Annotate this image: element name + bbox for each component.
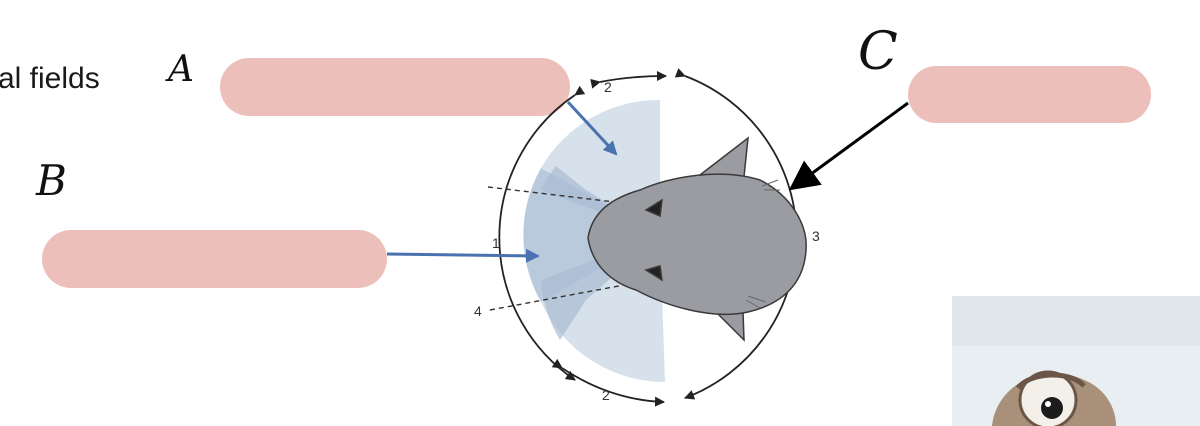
arrow-a <box>566 100 618 156</box>
label-left: 1 <box>492 235 500 251</box>
field-arc-left <box>498 85 586 381</box>
eye-lower <box>644 265 663 282</box>
sight-line-lower <box>489 281 641 311</box>
handwritten-letter-b: B <box>36 156 67 205</box>
animal-head <box>587 136 807 342</box>
field-arc-bottom-gap <box>551 358 665 407</box>
label-top: 2 <box>604 79 612 95</box>
section-heading: al fields <box>0 62 100 95</box>
label-bottom: 2 <box>602 387 610 403</box>
handwritten-letter-c: C <box>858 22 898 82</box>
eye-upper <box>644 198 663 218</box>
field-arc-top-gap <box>590 71 667 89</box>
answer-box-b[interactable] <box>42 230 387 288</box>
head-shape <box>587 173 807 316</box>
whiskers-lower <box>745 295 767 309</box>
cartoon-image-crop <box>952 296 1200 426</box>
arrow-b <box>386 248 540 263</box>
answer-box-a[interactable] <box>220 58 570 116</box>
label-lower-left: 4 <box>474 303 482 319</box>
label-right: 3 <box>812 228 820 244</box>
arrow-c <box>788 101 909 191</box>
answer-box-c[interactable] <box>908 66 1151 123</box>
handwritten-letter-a: A <box>168 49 194 90</box>
whiskers-upper <box>761 179 780 191</box>
